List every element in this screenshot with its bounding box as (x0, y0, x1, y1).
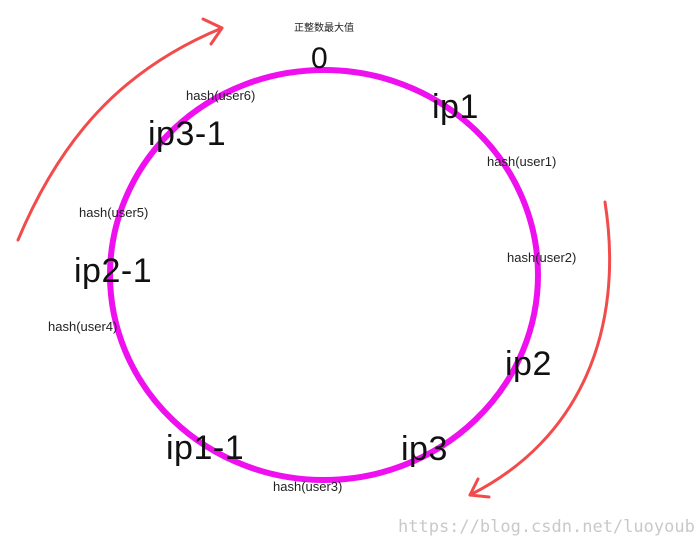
clockwise-arrow-right (468, 200, 612, 497)
node-ip2-1: ip2-1 (74, 252, 153, 290)
clockwise-arrow-left-head (201, 17, 224, 46)
hash-user5: hash(user5) (79, 205, 149, 220)
hash-user3: hash(user3) (273, 479, 343, 494)
clockwise-arrow-left (16, 26, 224, 242)
hash-user6: hash(user6) (186, 88, 256, 103)
node-ip3-1: ip3-1 (148, 115, 227, 153)
node-ip2: ip2 (505, 345, 552, 383)
node-ip1-1: ip1-1 (166, 429, 245, 467)
zero-label: 0 (311, 42, 328, 75)
hash-ring (107, 67, 541, 483)
max-value-label: 正整数最大值 (294, 23, 354, 34)
watermark-text: https://blog.csdn.net/luoyoub (398, 517, 695, 537)
hash-user4: hash(user4) (48, 319, 118, 334)
hash-user2: hash(user2) (507, 250, 577, 265)
hash-user1: hash(user1) (487, 154, 557, 169)
clockwise-arrow-right-head (468, 477, 491, 499)
node-ip3: ip3 (401, 430, 448, 468)
node-ip1: ip1 (432, 88, 479, 126)
